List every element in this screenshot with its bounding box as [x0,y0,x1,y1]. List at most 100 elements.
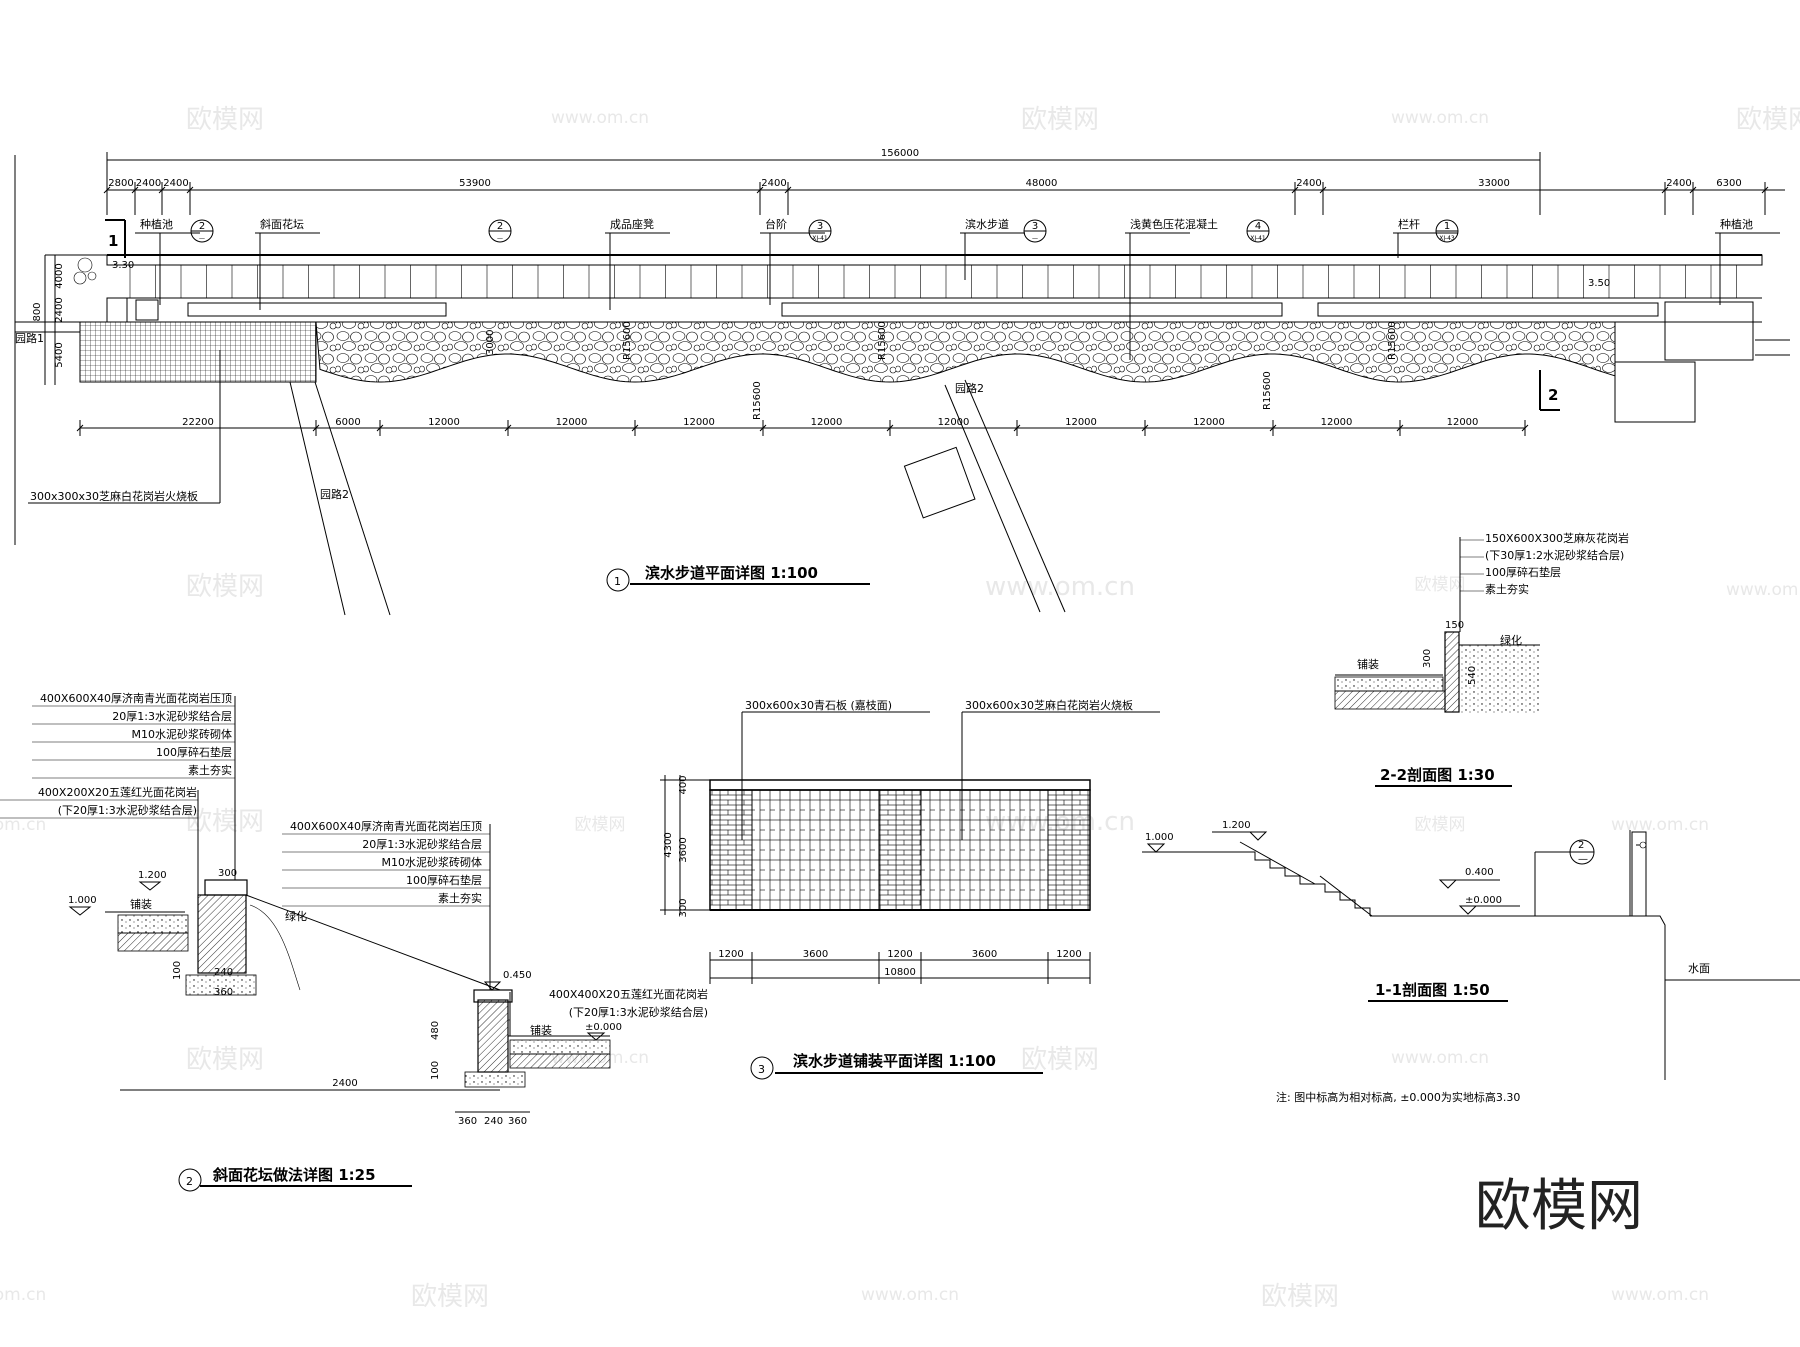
detail2-dim-100: 100 [172,961,183,980]
spec-line: 100厚碎石垫层 [156,745,232,759]
radius-label-5: R15600 [1387,321,1398,360]
plan-callout-sub: XJ-43 [1439,235,1455,242]
plan-bottom-dim: 12000 [1321,417,1353,428]
plan-top-dim: 2400 [163,178,188,189]
section11-callout-sub: — [1578,854,1588,865]
plan-callout-num: 2 [497,221,503,232]
planter-wall-left [197,894,247,974]
plan-callout-sub: XJ-41 [1250,235,1266,242]
slope-bed-strip [187,302,447,317]
watermark: www.om.cn [551,108,649,128]
spec-line: 400X600X40厚济南青光面花岗岩压顶 [290,819,482,833]
watermark: om.cn [0,1285,46,1305]
section22-green: 绿化 [1500,633,1522,647]
detail2-dim-240b: 240 [484,1116,503,1127]
brand-logo-text: 欧模网 [1475,1174,1643,1239]
granite-label: 300x300x30芝麻白花岗岩火烧板 [30,489,198,503]
watermark: www.om.cn [1611,1285,1709,1305]
spec-line: M10水泥砂浆砖砌体 [382,855,483,869]
section22-title: 2-2剖面图 1:30 [1380,766,1495,784]
plan-callout-num: 4 [1255,221,1261,232]
detail2-elev-0000: ±0.000 [585,1022,622,1033]
note-text: 注: 图中标高为相对标高, ±0.000为实地标高3.30 [1276,1090,1520,1104]
watermark: www.om.cn [1391,1048,1489,1068]
section22-dim-300: 300 [1422,649,1433,668]
watermark: 欧模网 [1415,815,1466,835]
watermark: om.cn [0,815,46,835]
section22-dim-150: 150 [1445,620,1464,631]
plan-bottom-dim: 12000 [811,417,843,428]
field-panel-1 [751,789,880,911]
detail2-dim-300: 300 [218,868,237,879]
plan-title: 滨水步道平面详图 1:100 [645,564,818,582]
plan-callout-num: 3 [817,221,823,232]
radius-label-4: R15600 [877,321,888,360]
plan-top-dim: 2400 [1666,178,1691,189]
radius-label-1: R15600 [752,381,763,420]
plan-left-dim-1: 4000 [54,263,65,288]
plan-top-dim: 2400 [136,178,161,189]
section11-elev-0400: 0.400 [1465,867,1494,878]
paving-bottom-dim: 3600 [972,949,997,960]
paving-bottom-dim: 1200 [1056,949,1081,960]
paving-total: 10800 [884,967,916,978]
slope-bed-detail: 400X600X40厚济南青光面花岗岩压顶 20厚1:3水泥砂浆结合层 M10水泥砂… [0,691,708,1192]
plan-callout-num: 1 [1444,221,1450,232]
detail2-green: 绿化 [285,909,307,923]
detail2-dim-240: 240 [214,967,233,978]
detail2-elev-1000: 1.000 [68,895,97,906]
watermark: 欧模网 [1261,1282,1339,1312]
detail2-dim-360b: 360 [458,1116,477,1127]
plan-callout-label: 斜面花坛 [260,218,304,231]
spec-line: 400X400X20五莲红光面花岗岩 [549,987,708,1001]
paving-left-dim-2: 3600 [678,837,689,862]
detail3-title: 滨水步道铺装平面详图 1:100 [793,1052,996,1070]
detail2-dim-2400: 2400 [332,1078,357,1089]
spec-line: 20厚1:3水泥砂浆结合层 [112,709,232,723]
plan-callout-num: 2 [199,221,205,232]
radius-label-2: R15600 [1262,371,1273,410]
plan-top-dim: 2400 [1296,178,1321,189]
section22-spec: (下30厚1:2水泥砂浆结合层) [1485,548,1624,562]
section22-spec: 素土夯实 [1485,582,1529,596]
elev-right: 3.50 [1588,278,1610,289]
plan-bottom-dim: 6000 [335,417,360,428]
watermark: 欧模网 [186,807,264,837]
plan-callout-sub: — [199,235,205,242]
watermark: www.om.cn [861,1285,959,1305]
section-2-2: 150X600X300芝麻灰花岗岩 (下30厚1:2水泥砂浆结合层) 100厚碎石垫… [1334,531,1629,787]
spec-line: M10水泥砂浆砖砌体 [132,727,233,741]
watermark: 欧模网 [186,105,264,135]
detail2-dim-360: 360 [214,987,233,998]
detail2-dim-480: 480 [430,1021,441,1040]
section22-spec: 150X600X300芝麻灰花岗岩 [1485,531,1629,545]
spec-line: 20厚1:3水泥砂浆结合层 [362,837,482,851]
plan-bottom-dim: 12000 [1447,417,1479,428]
plan-callout-label: 种植池 [140,217,173,231]
detail3-number: 3 [758,1063,765,1076]
paving-bottom-dim: 1200 [718,949,743,960]
border-strip-1 [709,789,753,911]
section22-curb [1444,631,1460,713]
paving-detail: 300x600x30青石板 (嘉枝面) 300x600x30芝麻白花岗岩火烧板 … [660,698,1160,1080]
plan-callout-label: 成品座凳 [610,217,654,231]
bench-strip-1 [781,302,1283,317]
paving-bottom-dim: 3600 [803,949,828,960]
section22-dim-540: 540 [1467,666,1478,685]
section11-water: 水面 [1688,962,1710,975]
paving-label-a: 300x600x30青石板 (嘉枝面) [745,698,892,712]
detail2-number: 2 [186,1175,193,1188]
plan-bottom-dim: 12000 [683,417,715,428]
plan-bottom-dim: 12000 [1065,417,1097,428]
radius-label-3: R15600 [622,321,633,360]
detail2-dim-100b: 100 [430,1061,441,1080]
section-marker-2: 2 [1548,386,1558,404]
paving-left-dim-1: 400 [678,775,689,794]
watermark: 欧模网 [1736,105,1800,135]
watermark: 欧模网 [1021,1045,1099,1075]
road2-label-b: 园路2 [955,382,984,395]
section22-spec: 100厚碎石垫层 [1485,565,1561,579]
plan-top-dim: 2400 [761,178,786,189]
spec-line: (下20厚1:3水泥砂浆结合层) [58,803,197,817]
